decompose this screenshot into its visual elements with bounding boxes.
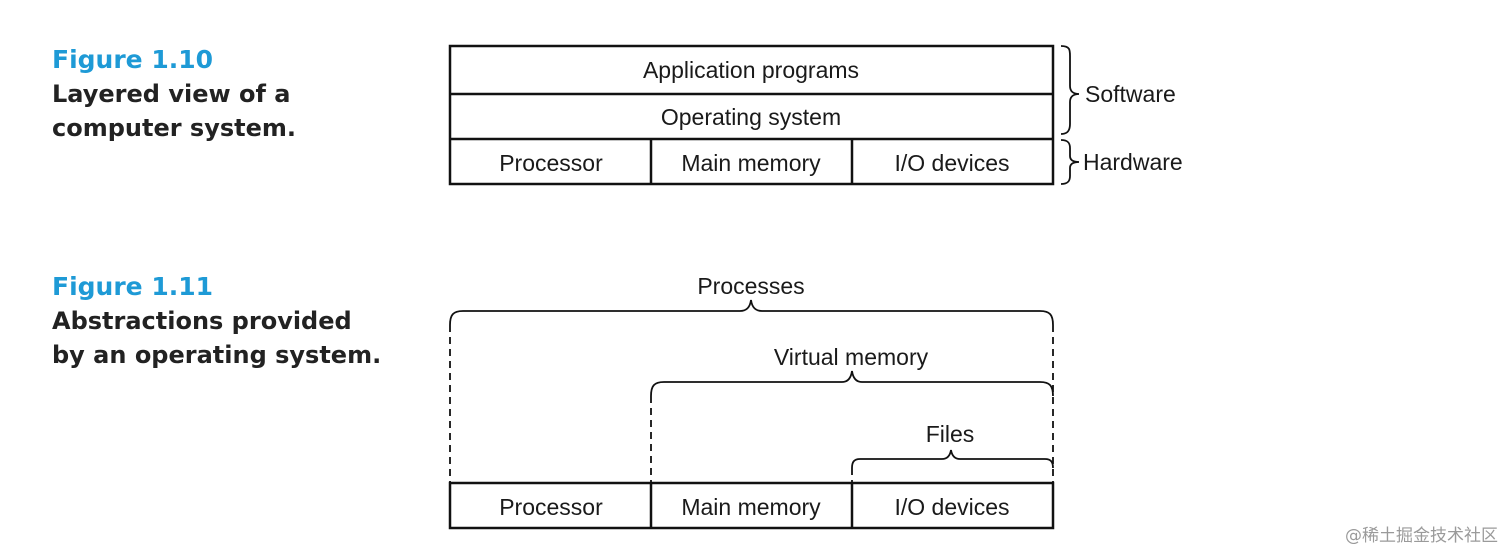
hw-processor: Processor <box>499 494 603 520</box>
watermark-text: @稀土掘金技术社区 <box>1345 526 1498 546</box>
hardware-brace <box>1060 139 1080 185</box>
stack-outline <box>448 44 1055 186</box>
hw-io-devices: I/O devices <box>894 494 1009 520</box>
layer-io-devices: I/O devices <box>894 150 1009 176</box>
hardware-label: Hardware <box>1083 149 1183 175</box>
files-brace <box>851 449 1054 469</box>
files-label: Files <box>926 421 975 447</box>
processes-brace <box>449 299 1054 326</box>
layered-stack-diagram: Application programs Operating system Pr… <box>448 44 1183 186</box>
layer-main-memory: Main memory <box>681 150 821 176</box>
abstractions-diagram: Processor Main memory I/O devices Proces… <box>448 273 1055 530</box>
figure-1-10-caption: Figure 1.10 Layered view of a computer s… <box>52 43 382 145</box>
layer-application-programs: Application programs <box>643 57 859 83</box>
software-brace <box>1060 45 1080 135</box>
figure-1-11-label: Figure 1.11 <box>52 272 214 301</box>
virtual-memory-brace <box>650 370 1054 397</box>
hw-main-memory: Main memory <box>681 494 821 520</box>
figure-1-10-label: Figure 1.10 <box>52 45 214 74</box>
virtual-memory-label: Virtual memory <box>774 344 929 370</box>
figure-1-11-caption: Figure 1.11 Abstractions provided by an … <box>52 270 382 372</box>
layer-processor: Processor <box>499 150 603 176</box>
processes-label: Processes <box>697 273 804 299</box>
figure-1-10-caption-text: Layered view of a computer system. <box>52 80 297 142</box>
layer-operating-system: Operating system <box>661 104 841 130</box>
software-label: Software <box>1085 81 1176 107</box>
hardware-row-outline <box>448 481 1055 530</box>
figure-1-11-caption-text: Abstractions provided by an operating sy… <box>52 307 382 369</box>
